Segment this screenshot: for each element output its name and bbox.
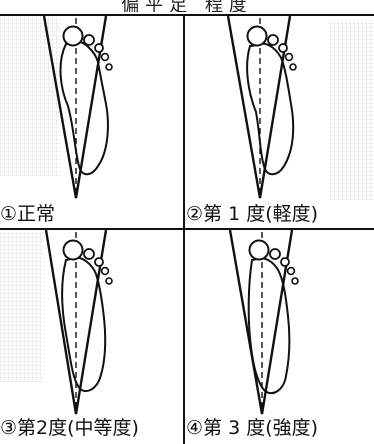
foot-outline-normal-icon	[42, 16, 113, 199]
panel-label-grade-3: ④第 3 度(強度)	[186, 417, 319, 439]
panel-label-grade-1: ②第 1 度(軽度)	[186, 203, 319, 225]
panel-label-normal: ①正常	[0, 203, 56, 225]
panel-grade-3: ④第 3 度(強度)	[186, 230, 368, 444]
center-vertical-divider	[183, 14, 185, 444]
panel-grade-2: ③第2度(中等度)	[0, 230, 182, 444]
figure-header-text: 偏平足 程度	[121, 0, 253, 12]
foot-outline-grade-3-icon	[228, 230, 299, 415]
panel-label-grade-2: ③第2度(中等度)	[0, 417, 139, 439]
figure-header: 偏平足 程度	[0, 0, 374, 12]
panel-grade-1: ②第 1 度(軽度)	[186, 16, 368, 230]
foot-outline-grade-1-icon	[226, 16, 297, 199]
panel-normal: ①正常	[0, 16, 182, 230]
foot-outline-grade-2-icon	[44, 230, 113, 415]
top-border	[0, 14, 374, 16]
middle-horizontal-divider	[0, 228, 374, 230]
